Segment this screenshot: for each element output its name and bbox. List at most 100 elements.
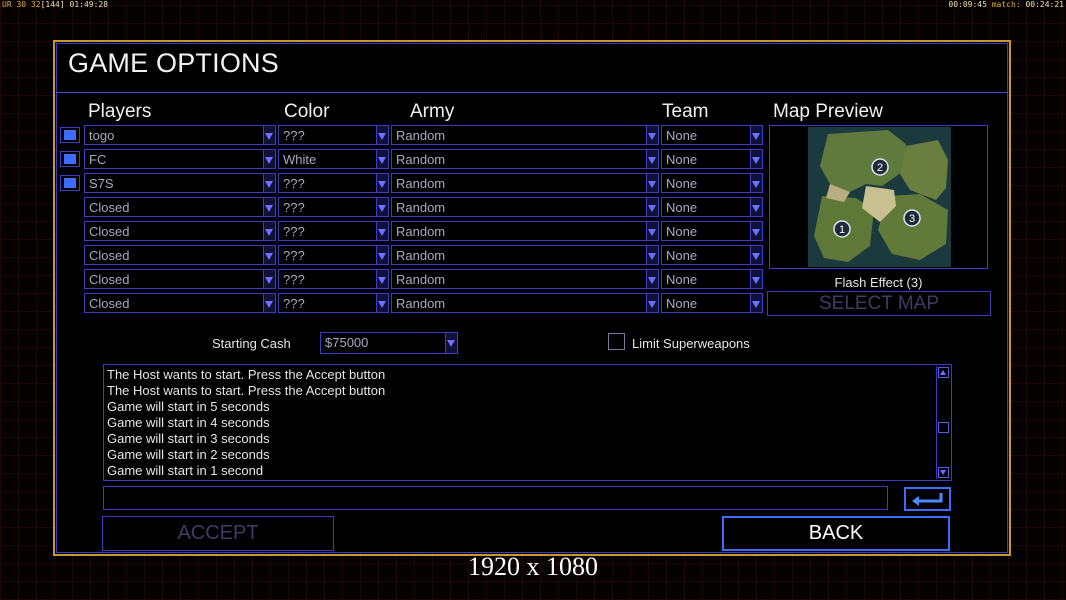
chevron-down-icon[interactable] — [376, 174, 388, 192]
send-button[interactable] — [904, 487, 951, 511]
map-island-east — [900, 140, 948, 200]
player-flag-1[interactable] — [60, 127, 80, 143]
chevron-down-icon[interactable] — [376, 294, 388, 312]
color-select-7[interactable]: ??? — [278, 269, 389, 289]
team-select-7[interactable]: None — [661, 269, 763, 289]
chevron-down-icon[interactable] — [263, 126, 275, 144]
limit-superweapons-checkbox[interactable] — [608, 333, 625, 350]
chevron-down-icon[interactable] — [263, 198, 275, 216]
chevron-down-icon[interactable] — [646, 294, 658, 312]
map-preview[interactable]: 1 2 3 — [769, 125, 988, 269]
player-select-5[interactable]: Closed — [84, 221, 276, 241]
chevron-down-icon[interactable] — [646, 198, 658, 216]
chevron-down-icon[interactable] — [376, 270, 388, 288]
accept-button[interactable]: ACCEPT — [102, 516, 334, 551]
chevron-down-icon[interactable] — [263, 222, 275, 240]
chevron-down-icon[interactable] — [750, 222, 762, 240]
color-select-1[interactable]: ??? — [278, 125, 389, 145]
select-map-button[interactable]: SELECT MAP — [767, 291, 991, 316]
chevron-down-icon[interactable] — [646, 270, 658, 288]
player-select-3[interactable]: S7S — [84, 173, 276, 193]
army-select-3[interactable]: Random — [391, 173, 659, 193]
select-map-label: SELECT MAP — [818, 293, 940, 314]
chevron-down-icon[interactable] — [750, 270, 762, 288]
accept-label: ACCEPT — [177, 522, 259, 544]
player-name: Closed — [89, 200, 130, 215]
player-name: Closed — [89, 296, 130, 311]
chat-log[interactable]: The Host wants to start. Press the Accep… — [103, 364, 952, 481]
map-name: Flash Effect (3) — [834, 275, 923, 290]
player-select-8[interactable]: Closed — [84, 293, 276, 313]
player-select-4[interactable]: Closed — [84, 197, 276, 217]
chat-line: The Host wants to start. Press the Accep… — [107, 383, 386, 398]
chevron-down-icon[interactable] — [376, 246, 388, 264]
chevron-down-icon[interactable] — [750, 150, 762, 168]
player-flag-2[interactable] — [60, 151, 80, 167]
chevron-down-icon[interactable] — [646, 174, 658, 192]
chevron-down-icon[interactable] — [646, 150, 658, 168]
chevron-down-icon[interactable] — [750, 294, 762, 312]
army-select-7[interactable]: Random — [391, 269, 659, 289]
team-value: None — [666, 224, 698, 239]
map-sand-patch — [826, 184, 850, 202]
team-select-2[interactable]: None — [661, 149, 763, 169]
chevron-down-icon[interactable] — [376, 150, 388, 168]
color-select-3[interactable]: ??? — [278, 173, 389, 193]
chevron-down-icon[interactable] — [376, 198, 388, 216]
player-name: Closed — [89, 224, 130, 239]
army-select-4[interactable]: Random — [391, 197, 659, 217]
scroll-up-icon[interactable] — [938, 367, 949, 378]
army-select-5[interactable]: Random — [391, 221, 659, 241]
chevron-down-icon[interactable] — [646, 222, 658, 240]
back-label: BACK — [808, 522, 864, 544]
chevron-down-icon[interactable] — [263, 294, 275, 312]
chevron-down-icon[interactable] — [376, 222, 388, 240]
chat-scrollbar[interactable] — [936, 366, 950, 479]
scroll-thumb[interactable] — [938, 422, 949, 433]
team-select-4[interactable]: None — [661, 197, 763, 217]
team-select-3[interactable]: None — [661, 173, 763, 193]
chevron-down-icon[interactable] — [263, 150, 275, 168]
chevron-down-icon[interactable] — [263, 246, 275, 264]
team-value: None — [666, 200, 698, 215]
chevron-down-icon[interactable] — [750, 126, 762, 144]
chat-line: Game will start in 5 seconds — [107, 399, 270, 414]
color-select-6[interactable]: ??? — [278, 245, 389, 265]
map-central-sand — [862, 186, 896, 222]
chevron-down-icon[interactable] — [646, 126, 658, 144]
map-island-southeast — [878, 194, 948, 260]
chevron-down-icon[interactable] — [263, 174, 275, 192]
start-marker-ring — [871, 158, 889, 176]
player-select-1[interactable]: togo — [84, 125, 276, 145]
chevron-down-icon[interactable] — [263, 270, 275, 288]
chat-input[interactable] — [103, 486, 888, 510]
player-flag-3[interactable] — [60, 175, 80, 191]
army-select-1[interactable]: Random — [391, 125, 659, 145]
team-select-8[interactable]: None — [661, 293, 763, 313]
army-select-2[interactable]: Random — [391, 149, 659, 169]
color-select-4[interactable]: ??? — [278, 197, 389, 217]
team-select-1[interactable]: None — [661, 125, 763, 145]
army-value: Random — [396, 200, 446, 215]
color-select-5[interactable]: ??? — [278, 221, 389, 241]
chevron-down-icon[interactable] — [445, 333, 457, 353]
color-select-2[interactable]: White — [278, 149, 389, 169]
army-value: Random — [396, 152, 446, 167]
army-select-8[interactable]: Random — [391, 293, 659, 313]
back-button[interactable]: BACK — [722, 516, 950, 551]
color-select-8[interactable]: ??? — [278, 293, 389, 313]
chevron-down-icon[interactable] — [750, 246, 762, 264]
starting-cash-select[interactable]: $75000 — [320, 332, 458, 354]
player-select-6[interactable]: Closed — [84, 245, 276, 265]
team-select-5[interactable]: None — [661, 221, 763, 241]
player-select-2[interactable]: FC — [84, 149, 276, 169]
chevron-down-icon[interactable] — [750, 198, 762, 216]
chat-line: Game will start in 4 seconds — [107, 415, 270, 430]
army-select-6[interactable]: Random — [391, 245, 659, 265]
team-select-6[interactable]: None — [661, 245, 763, 265]
player-select-7[interactable]: Closed — [84, 269, 276, 289]
chevron-down-icon[interactable] — [750, 174, 762, 192]
chevron-down-icon[interactable] — [376, 126, 388, 144]
scroll-down-icon[interactable] — [938, 467, 949, 478]
chevron-down-icon[interactable] — [646, 246, 658, 264]
